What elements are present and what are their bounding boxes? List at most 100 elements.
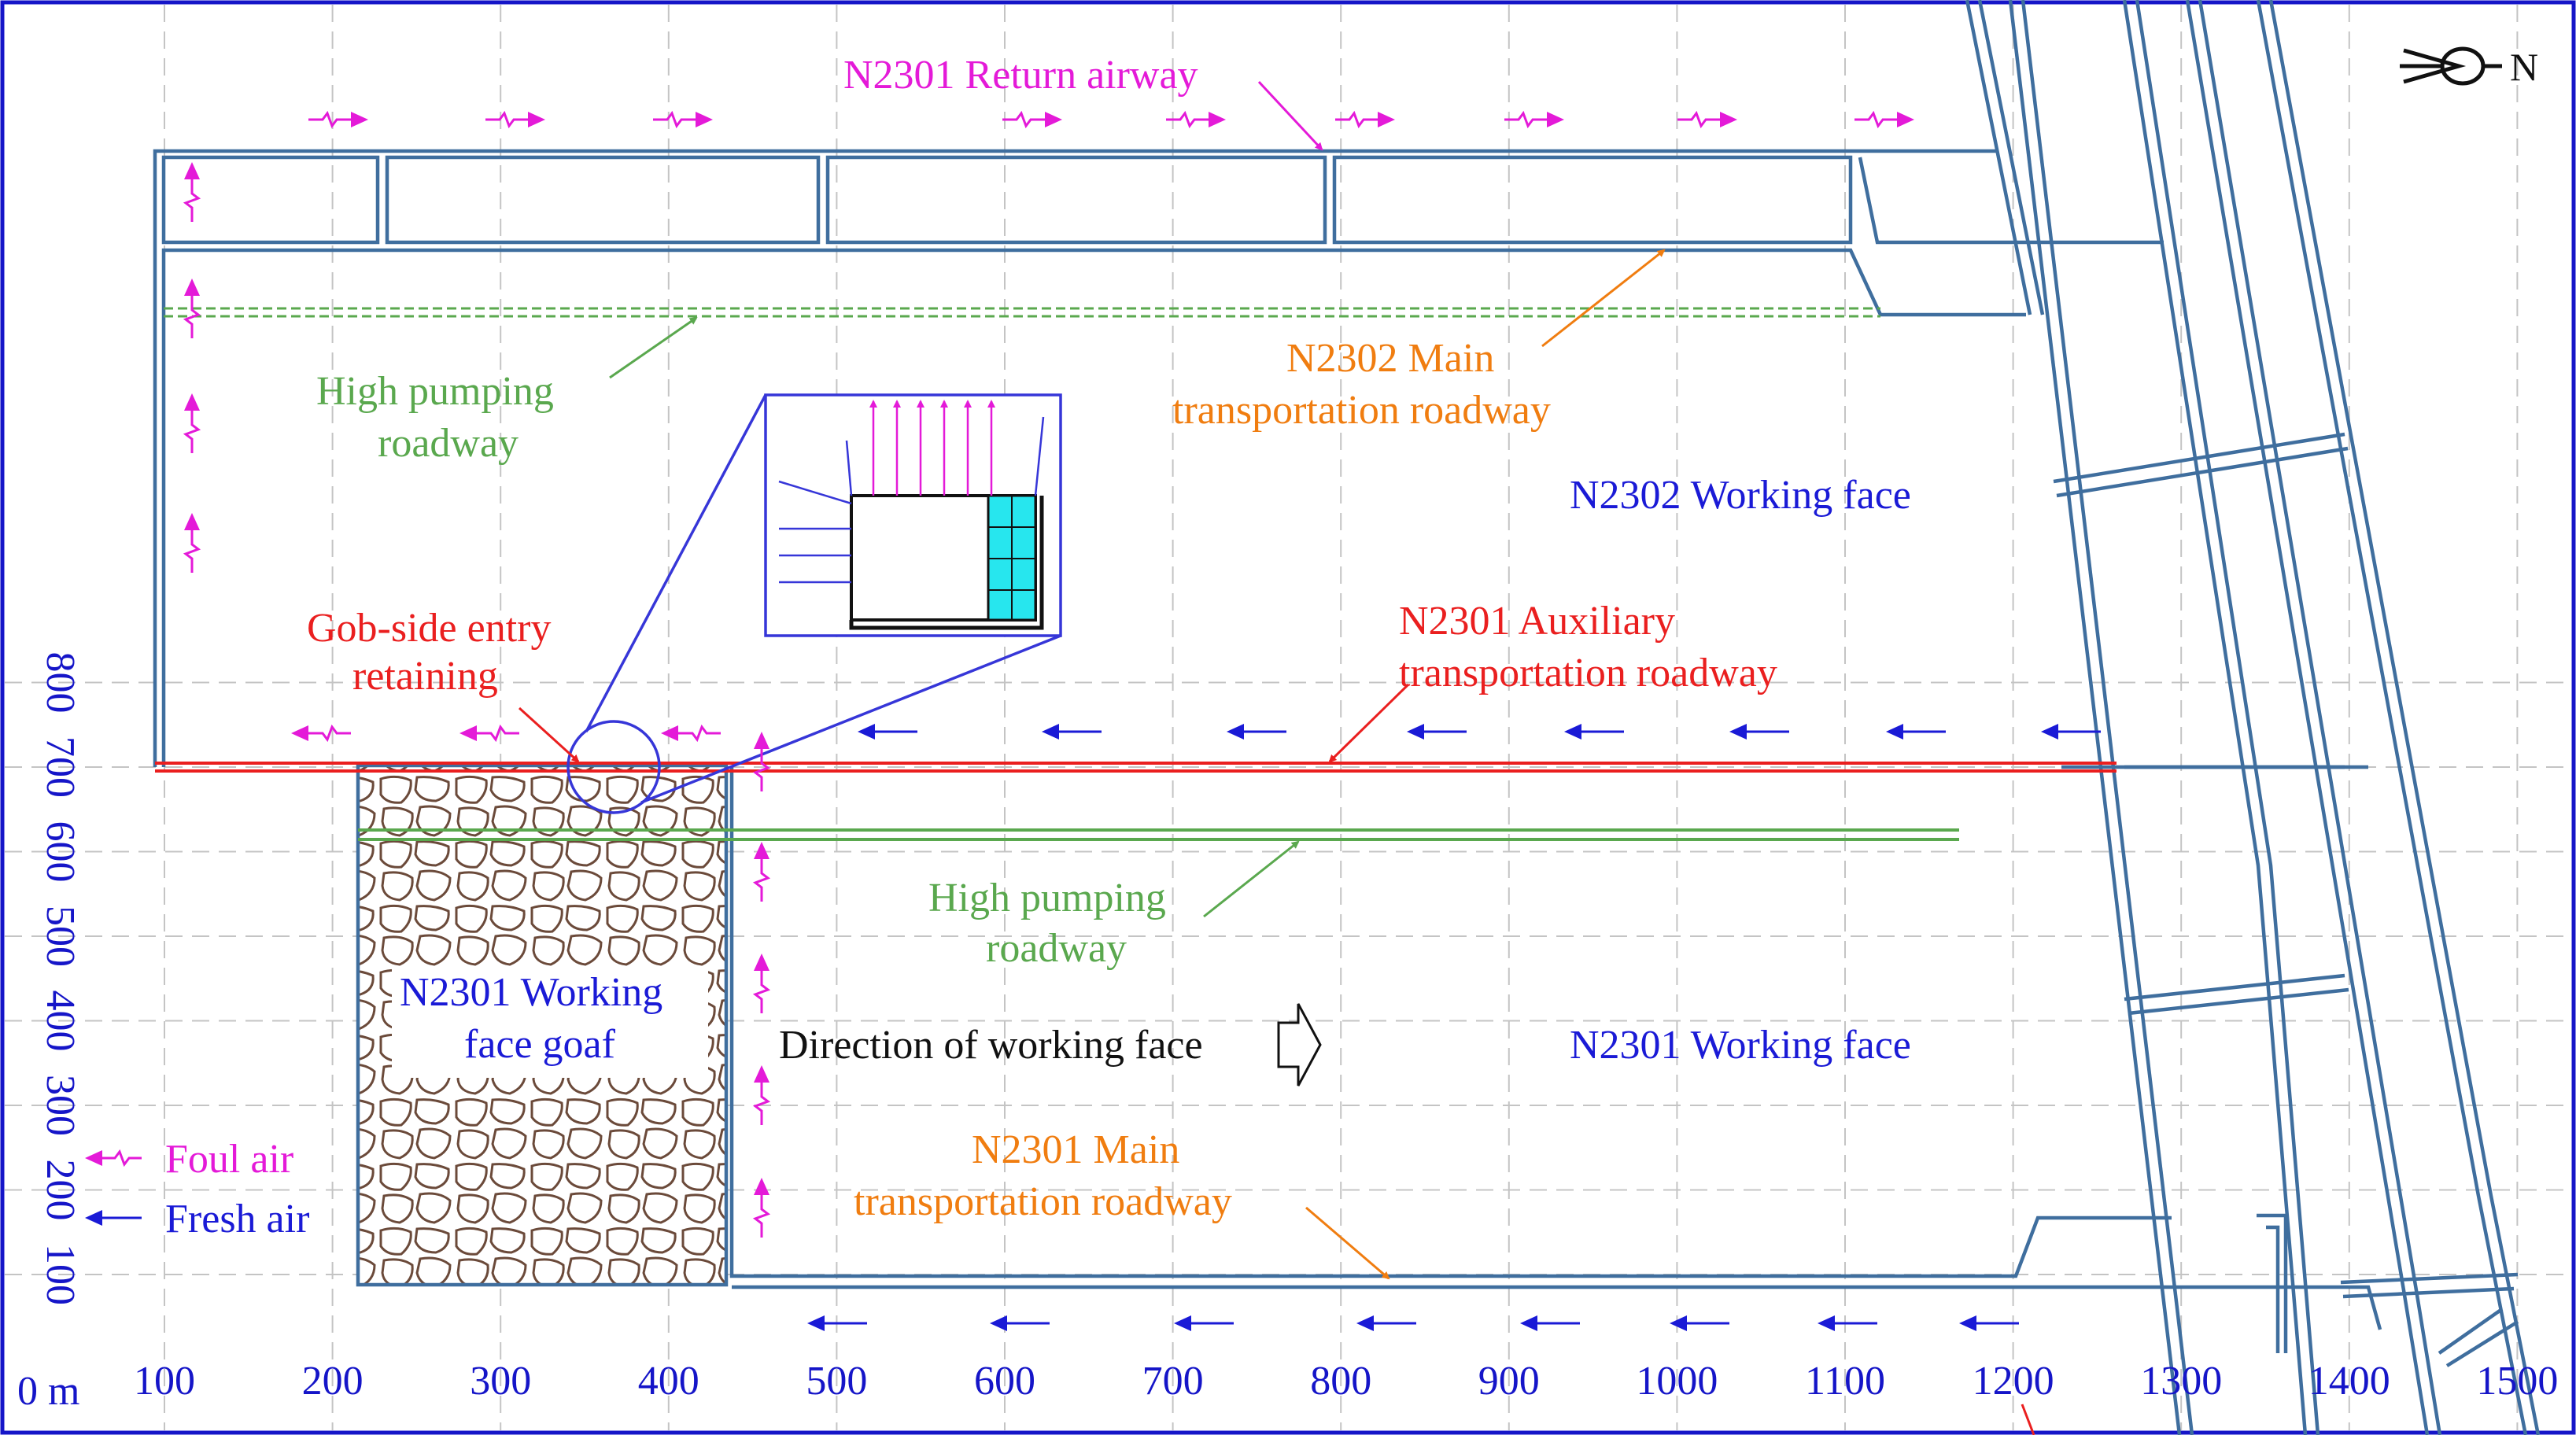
n2301-working-face-label: N2301 Working face xyxy=(1570,1023,1911,1068)
foul-air-arrow xyxy=(1166,110,1226,129)
x-tick-label: 1400 xyxy=(2308,1359,2390,1404)
x-tick-label: 600 xyxy=(974,1359,1035,1404)
direction-label: Direction of working face xyxy=(779,1023,1203,1068)
y-tick-label: 500 xyxy=(38,906,83,967)
x-tick-label: 1300 xyxy=(2140,1359,2222,1404)
foul-air-arrow xyxy=(308,110,368,129)
gob-side-leader xyxy=(518,706,580,763)
n2302-main-label-line2: transportation roadway xyxy=(1172,388,1551,433)
foul-air-arrow xyxy=(485,110,545,129)
foul-air-arrow xyxy=(752,954,771,1013)
aux-leader xyxy=(1328,683,1410,763)
fresh-air-arrow xyxy=(1227,724,1286,740)
x-tick-label: 1200 xyxy=(1973,1359,2054,1404)
fresh-air-arrow xyxy=(1670,1315,1729,1331)
fresh-air-arrow xyxy=(1818,1315,1877,1331)
magnifier-circle xyxy=(566,720,661,814)
entry-cross-section-inset xyxy=(764,393,1062,637)
foul-air-arrow xyxy=(752,1065,771,1125)
lower-high-pumping-label-line1: High pumping xyxy=(928,876,1166,920)
foul-air-arrow xyxy=(1002,110,1062,129)
upper-high-pumping-label-line2: roadway xyxy=(378,421,519,466)
gob-side-label-line2: retaining xyxy=(352,654,498,699)
fresh-air-arrow xyxy=(1042,724,1102,740)
x-tick-label: 1500 xyxy=(2476,1359,2558,1404)
roadway-network xyxy=(153,0,2541,1435)
goaf-label-line2: face goaf xyxy=(464,1022,616,1067)
x-tick-label: 1100 xyxy=(1805,1359,1885,1404)
y-tick-label: 300 xyxy=(38,1075,83,1136)
x-tick-label: 700 xyxy=(1142,1359,1204,1404)
n2302-main-leader xyxy=(1541,249,1666,348)
return-airway-label: N2301 Return airway xyxy=(843,53,1198,98)
x-tick-label: 300 xyxy=(470,1359,531,1404)
x-axis-ticks: 100 200 300 400 500 600 700 800 900 1000 1100 1200 1… xyxy=(134,1359,2558,1404)
foul-air-arrow xyxy=(1335,110,1395,129)
y-tick-label: 700 xyxy=(38,736,83,798)
foul-air-arrow xyxy=(1677,110,1737,129)
fresh-air-arrow xyxy=(1174,1315,1234,1331)
fresh-air-arrow xyxy=(1356,1315,1416,1331)
fresh-air-arrow xyxy=(858,724,917,740)
goaf-label: N2301 Working face goaf xyxy=(392,966,708,1078)
fresh-air-legend-icon xyxy=(85,1210,142,1226)
foul-air-arrow xyxy=(752,842,771,902)
foul-air-arrow xyxy=(653,110,713,129)
y-tick-label: 400 xyxy=(38,990,83,1052)
lower-high-pumping-label-line2: roadway xyxy=(986,926,1127,971)
fresh-air-arrow xyxy=(2041,724,2101,740)
fresh-air-arrow xyxy=(990,1315,1050,1331)
aux-label-line2: transportation roadway xyxy=(1399,651,1777,695)
n2301-main-label-line2: transportation roadway xyxy=(854,1179,1232,1224)
compass-label: N xyxy=(2510,45,2538,89)
fresh-air-arrow xyxy=(807,1315,867,1331)
y-tick-label: 100 xyxy=(38,1244,83,1305)
fresh-air-arrow xyxy=(1959,1315,2019,1331)
fresh-air-arrow xyxy=(1407,724,1467,740)
foul-air-arrow xyxy=(183,162,201,222)
aux-label-line1: N2301 Auxiliary xyxy=(1399,599,1675,644)
x-tick-label: 800 xyxy=(1310,1359,1371,1404)
n2301-main-label-line1: N2301 Main xyxy=(972,1127,1179,1172)
fresh-air-arrow xyxy=(1729,724,1789,740)
foul-air-arrow xyxy=(183,513,201,573)
x-tick-label: 500 xyxy=(806,1359,867,1404)
upper-high-pumping-label-line1: High pumping xyxy=(316,369,554,414)
airflow-arrows xyxy=(183,110,2101,1331)
foul-air-legend-label: Foul air xyxy=(165,1137,293,1182)
fresh-air-arrow xyxy=(1886,724,1946,740)
foul-air-arrow xyxy=(183,393,201,453)
foul-air-arrow xyxy=(752,1178,771,1238)
foul-air-legend-icon xyxy=(85,1149,142,1168)
gob-side-label-line1: Gob-side entry xyxy=(307,606,551,651)
direction-arrow-icon xyxy=(1277,1003,1322,1086)
x-tick-label: 400 xyxy=(638,1359,699,1404)
fresh-air-legend-label: Fresh air xyxy=(165,1197,309,1241)
y-tick-label: 800 xyxy=(38,652,83,714)
n2302-working-face-label: N2302 Working face xyxy=(1570,473,1911,518)
y-tick-label: 200 xyxy=(38,1160,83,1221)
foul-air-arrow xyxy=(1854,110,1914,129)
foul-air-arrow xyxy=(183,279,201,338)
n2301-main-leader xyxy=(1305,1206,1390,1280)
x-tick-label: 900 xyxy=(1478,1359,1540,1404)
north-compass-icon: N xyxy=(2400,45,2538,89)
x-tick-label: 1000 xyxy=(1636,1359,1718,1404)
upper-high-pumping-leader xyxy=(609,316,698,379)
lower-high-pumping-leader xyxy=(1203,840,1300,918)
x-tick-label: 200 xyxy=(302,1359,364,1404)
x-tick-label: 100 xyxy=(134,1359,195,1404)
foul-air-arrow xyxy=(459,724,519,743)
foul-air-arrow xyxy=(1504,110,1564,129)
y-axis-ticks: 100 200 300 400 500 600 700 800 xyxy=(38,652,83,1306)
y-tick-label: 600 xyxy=(38,821,83,883)
fresh-air-arrow xyxy=(1564,724,1624,740)
return-airway-leader xyxy=(1257,80,1323,151)
x-axis-origin-label: 0 m xyxy=(17,1369,79,1414)
legend: Foul air Fresh air xyxy=(85,1137,309,1241)
foul-air-arrow xyxy=(661,724,721,743)
fresh-air-arrow xyxy=(1520,1315,1580,1331)
foul-air-arrow xyxy=(291,724,351,743)
